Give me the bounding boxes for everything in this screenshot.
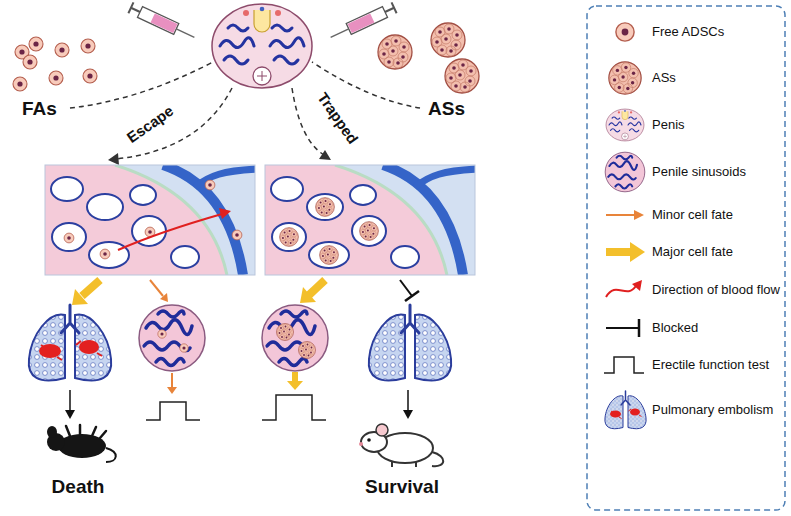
- figure-label: Trapped: [314, 89, 362, 147]
- legend-text: Erectile function test: [652, 358, 769, 373]
- legend-text: Free ADSCs: [652, 25, 724, 40]
- legend-text: Blocked: [652, 321, 698, 336]
- figure-label: Survival: [365, 476, 439, 498]
- legend-text: Direction of blood flow: [652, 283, 780, 298]
- legend-text: Minor cell fate: [652, 208, 733, 223]
- legend-text: Major cell fate: [652, 245, 733, 260]
- figure-label: Death: [52, 476, 105, 498]
- legend-text: Penis: [652, 118, 685, 133]
- legend-text: ASs: [652, 71, 676, 86]
- legend-text: Pulmonary embolism: [652, 403, 773, 418]
- figure-label: ASs: [428, 98, 465, 120]
- figure-label: Escape: [124, 102, 177, 146]
- legend-text: Penile sinusoids: [652, 165, 746, 180]
- figure-label: FAs: [22, 98, 57, 120]
